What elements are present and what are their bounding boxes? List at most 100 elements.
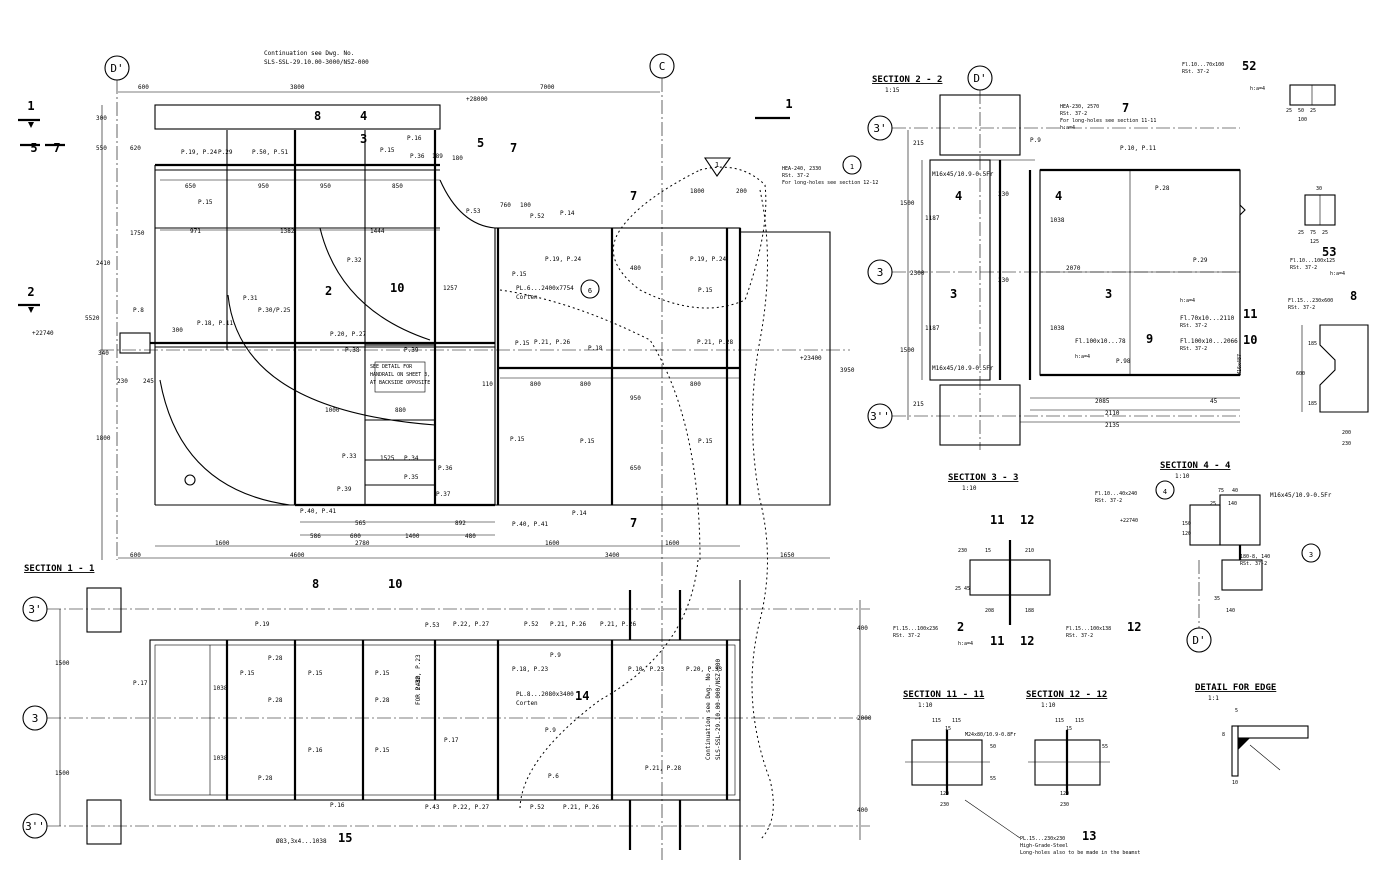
plan-continuation-ref: SLS-SSL-29.10.00-3000/NSZ-000 — [264, 59, 369, 66]
d53-dim-5: 30 — [1316, 186, 1322, 192]
s1212-d15: 15 — [1066, 726, 1072, 732]
s11-p22-27: P.22, P.27 — [453, 621, 490, 628]
edge-d8: 8 — [1222, 732, 1225, 738]
s33-rs-b: RSt. 37-2 — [1066, 633, 1093, 639]
s1111-d115b: 115 — [952, 718, 961, 724]
s11-p6: P.6 — [548, 773, 559, 780]
d52-pl: Fl.10...70x100 — [1182, 62, 1224, 68]
s11-p21-26-b: P.21, P.26 — [563, 804, 600, 811]
section-1-1-title: SECTION 1 - 1 — [24, 564, 94, 574]
center-lines — [47, 78, 1240, 860]
s11-p28: P.28 — [268, 655, 283, 662]
label-p31: P.31 — [243, 295, 258, 302]
label-p15-g: P.15 — [580, 438, 595, 445]
dim-950: 950 — [630, 395, 641, 402]
bubble-4: 4 — [1163, 488, 1167, 496]
s1212-d230: 230 — [1060, 802, 1069, 808]
s44-d40: 40 — [1232, 488, 1238, 494]
label-p15-d: P.15 — [698, 287, 713, 294]
axis-3-double-prime: 3'' — [25, 820, 45, 833]
s11-pl8: PL.8...2080x3400 — [516, 691, 574, 698]
s11-p52: P.52 — [524, 621, 539, 628]
s1111-d230: 230 — [940, 802, 949, 808]
plan-continuation: Continuation see Dwg. No. — [264, 50, 354, 57]
dim-245: 245 — [143, 378, 154, 385]
dim-bot3-1: 600 — [130, 552, 141, 559]
s1111-d55: 55 — [990, 776, 996, 782]
dim-row2-3: 1444 — [370, 228, 385, 235]
sec-arrow-10b: 10 — [388, 577, 402, 591]
s11-d1038b: 1038 — [213, 755, 228, 762]
dim-bot2-1: 1600 — [215, 540, 230, 547]
s1111-title: SECTION 11 - 11 — [903, 690, 984, 700]
dim-bot3-4: 1650 — [780, 552, 795, 559]
s44-d150: 150 — [1182, 521, 1191, 527]
dim-1800: 1800 — [96, 435, 111, 442]
s22-rs37: RSt. 37-2 — [782, 173, 809, 179]
s1111-d15: 15 — [945, 726, 951, 732]
s11-p18-23: P.18, P.23 — [512, 666, 549, 673]
s22-dm-2: 230 — [998, 277, 1009, 284]
s11-n14: 14 — [575, 689, 589, 703]
sec-arrow-7b: 7 — [510, 141, 517, 155]
s1212-scale: 1:10 — [1041, 702, 1056, 709]
label-p52: P.52 — [530, 213, 545, 220]
s1111-hs: High-Grade-Steel — [1020, 843, 1068, 849]
s11-p52-b: P.52 — [530, 804, 545, 811]
label-p38: P.38 — [345, 347, 360, 354]
dim-bot1-4: 480 — [465, 533, 476, 540]
s22-n7: 7 — [1122, 101, 1129, 115]
s22-p29: P.29 — [1193, 257, 1208, 264]
plan-view: 1 1 5 7 2 1 8 4 3 5 7 7 2 10 7 8 10 — [18, 97, 831, 841]
dim-300: 300 — [96, 115, 107, 122]
label-p30-25: P.30/P.25 — [258, 307, 291, 314]
detail-for-edge: DETAIL FOR EDGE 1:1 5 8 10 — [1195, 683, 1309, 786]
s11-p43: P.43 — [425, 804, 440, 811]
s22-dl-7: 1187 — [925, 325, 940, 332]
s11-n15: 15 — [338, 831, 352, 845]
dim-bot0-1: 565 — [355, 520, 366, 527]
s33-n11: 11 — [990, 513, 1004, 527]
s22-rs-b: RSt. 37-2 — [1180, 346, 1207, 352]
s11-corten: Corten — [516, 700, 538, 707]
label-p15-c: P.15 — [512, 271, 527, 278]
s22-fl70: Fl.70x10...2110 — [1180, 315, 1235, 322]
sec-arrow-5: 5 — [30, 141, 37, 155]
d8-dim-1: 600 — [1296, 371, 1305, 377]
s22-sec3-a: 3 — [950, 287, 957, 301]
sec-arrow-8: 8 — [314, 109, 321, 123]
d53-n53: 53 — [1322, 245, 1336, 259]
edge-d10: 10 — [1232, 780, 1238, 786]
label-p8: P.8 — [133, 307, 144, 314]
d53-dim-3: 25 — [1322, 230, 1328, 236]
s11-p19: P.19 — [255, 621, 270, 628]
dim-1800b: 1800 — [690, 188, 705, 195]
dim-200: 200 — [736, 188, 747, 195]
s44-d75: 75 — [1218, 488, 1224, 494]
s22-db-3: 2135 — [1105, 422, 1120, 429]
edge-d5: 5 — [1235, 708, 1238, 714]
s33-d188: 188 — [1025, 608, 1034, 614]
sec-arrow-8b: 8 — [312, 577, 319, 591]
label-p33: P.33 — [342, 453, 357, 460]
d53-h: h:a=4 — [1330, 271, 1345, 277]
s22-hea: HEA-230, 2570 — [1060, 104, 1099, 110]
label-backside: AT BACKSIDE OPPOSITE — [370, 380, 430, 386]
s22-db-4: 45 — [1210, 398, 1218, 405]
label-p21-28: P.21, P.28 — [697, 339, 734, 346]
s44-rs: RSt. 37-2 — [1095, 498, 1122, 504]
s33-d210: 210 — [1025, 548, 1034, 554]
s11-p17-b: P.17 — [444, 737, 459, 744]
s22-sec3-b: 3 — [1105, 287, 1112, 301]
s33-n2: 2 — [957, 620, 964, 634]
s22-rs-a: RSt. 37-2 — [1180, 323, 1207, 329]
label-p34: P.34 — [404, 455, 419, 462]
label-p19-24-b: P.19, P.24 — [545, 256, 582, 263]
dim-1525: 1525 — [380, 455, 395, 462]
s11-p15-a: P.15 — [240, 670, 255, 677]
sec-arrow-1: 1 — [27, 99, 34, 113]
s33-fl15: Fl.15...100x236 — [893, 626, 938, 632]
s11-p53: P.53 — [425, 622, 440, 629]
axis-3-prime: 3' — [28, 603, 41, 616]
dim-300b: 300 — [172, 327, 183, 334]
